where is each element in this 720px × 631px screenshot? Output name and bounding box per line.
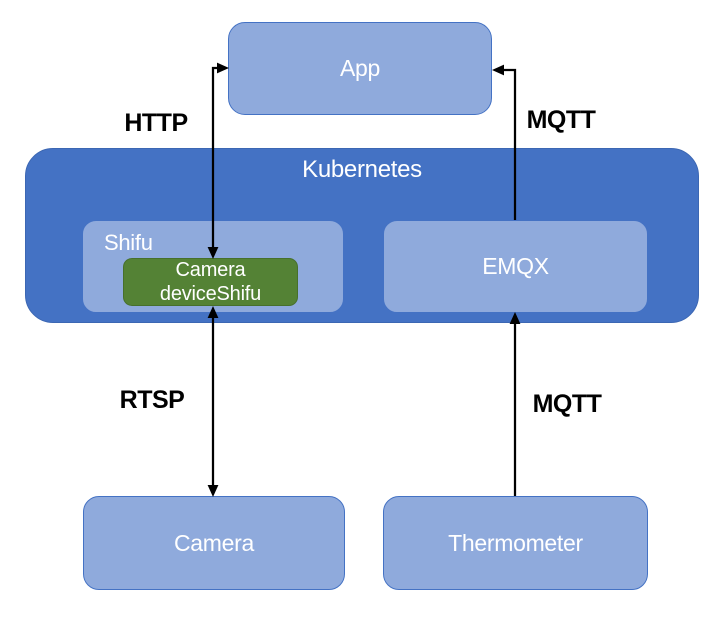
edge-label-rtsp: RTSP — [119, 386, 185, 414]
node-emqx: EMQX — [383, 220, 648, 313]
app-label: App — [339, 55, 381, 82]
camera-deviceshifu-label-line2: deviceShifu — [159, 283, 262, 305]
shifu-label: Shifu — [104, 230, 153, 255]
node-app: App — [228, 22, 492, 115]
mqtt-arrowhead-into-app — [492, 64, 504, 76]
emqx-label: EMQX — [482, 253, 549, 280]
camera-label: Camera — [173, 529, 254, 556]
edge-label-mqtt-thermometer: MQTT — [532, 390, 602, 418]
node-thermometer: Thermometer — [383, 496, 648, 590]
edge-label-mqtt-app: MQTT — [526, 106, 596, 134]
node-camera-deviceshifu: Camera deviceShifu — [123, 258, 298, 306]
kubernetes-label: Kubernetes — [302, 156, 422, 183]
edge-label-http: HTTP — [124, 109, 188, 137]
thermometer-label: Thermometer — [448, 529, 583, 556]
node-camera: Camera — [83, 496, 345, 590]
camera-deviceshifu-label-line1: Camera — [175, 259, 246, 281]
